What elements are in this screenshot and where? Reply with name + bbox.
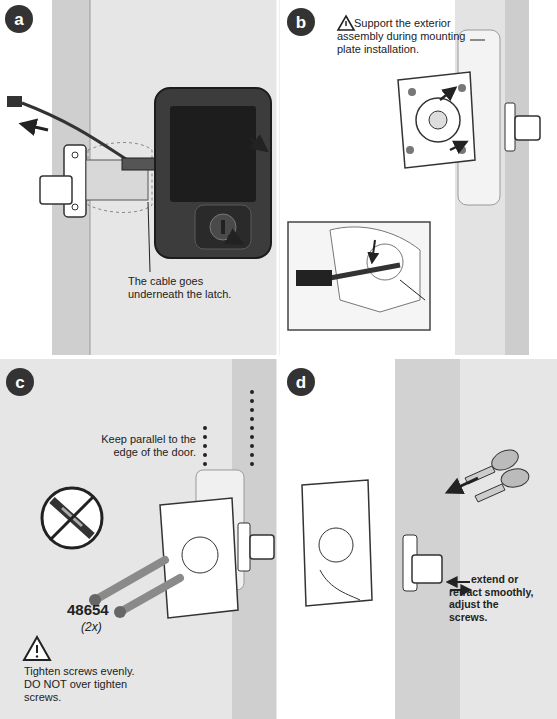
mounting-plate bbox=[250, 535, 274, 559]
keys bbox=[448, 446, 530, 502]
mounting-plate bbox=[406, 146, 414, 154]
mounting-plate bbox=[458, 146, 466, 154]
latch bbox=[40, 143, 152, 218]
callout-text: Keep parallel to the edge of the door. bbox=[90, 433, 196, 459]
mounting-plate bbox=[408, 88, 416, 96]
step-letter-text: b bbox=[296, 14, 306, 31]
cable bbox=[7, 96, 22, 107]
warning-icon bbox=[36, 645, 38, 653]
alignment-guide bbox=[250, 392, 254, 470]
latch bbox=[72, 204, 78, 210]
panel-d-background bbox=[279, 359, 557, 719]
exterior-assembly bbox=[155, 88, 271, 258]
mounting-plate bbox=[182, 537, 218, 573]
step-letter: a bbox=[5, 5, 33, 33]
warning-icon bbox=[24, 637, 50, 660]
mounting-plate bbox=[160, 498, 238, 618]
screwdriver-icon bbox=[50, 496, 94, 540]
keys bbox=[500, 467, 531, 490]
step-letter: c bbox=[6, 368, 34, 396]
warning-icon bbox=[24, 637, 50, 660]
callout-text: (2x) bbox=[81, 620, 121, 634]
panel-b-background bbox=[505, 0, 529, 355]
panel-a-background bbox=[0, 0, 277, 355]
callout-text: 48654 bbox=[67, 601, 127, 619]
screwdriver-icon bbox=[42, 488, 102, 548]
screwdriver-icon bbox=[42, 488, 102, 548]
detail-inset bbox=[330, 227, 420, 312]
mounting-plate bbox=[412, 555, 442, 583]
cable bbox=[7, 96, 140, 168]
step-letter-text: c bbox=[15, 374, 24, 391]
panel-divider bbox=[277, 0, 280, 719]
exterior-assembly bbox=[122, 88, 271, 272]
exterior-assembly bbox=[148, 202, 150, 272]
exterior-assembly bbox=[250, 138, 266, 150]
panel-c-background bbox=[232, 359, 277, 719]
mounting-plate bbox=[398, 72, 475, 168]
screw bbox=[114, 606, 126, 618]
exterior-assembly bbox=[228, 236, 241, 243]
panel-b-background bbox=[455, 0, 505, 355]
detail-inset bbox=[330, 265, 400, 278]
callout-text: The cable goes underneath the latch. bbox=[128, 275, 248, 301]
mounting-plate bbox=[429, 111, 447, 129]
mounting-plate bbox=[505, 103, 515, 151]
exterior-assembly bbox=[170, 106, 256, 202]
latch bbox=[72, 152, 78, 158]
detail-inset bbox=[400, 280, 425, 300]
mounting-plate bbox=[458, 84, 466, 92]
detail-inset bbox=[288, 222, 430, 330]
keys bbox=[448, 478, 478, 492]
panel-c-background bbox=[0, 359, 277, 719]
mounting-plate bbox=[398, 30, 540, 205]
panel-c-background bbox=[0, 359, 277, 719]
cable bbox=[22, 124, 48, 130]
detail-inset bbox=[296, 270, 332, 286]
latch bbox=[40, 176, 72, 204]
panel-d-background bbox=[279, 359, 557, 719]
step-letter: d bbox=[287, 368, 315, 396]
panel-d-background bbox=[395, 359, 460, 719]
step-letter: b bbox=[287, 8, 315, 36]
mounting-plate bbox=[320, 570, 360, 600]
keys bbox=[475, 484, 505, 502]
mounting-plate bbox=[160, 470, 274, 618]
exterior-assembly bbox=[221, 220, 225, 234]
mounting-plate bbox=[319, 528, 353, 562]
callout-text: extend or retract smoothly, adjust the s… bbox=[449, 573, 537, 623]
mounting-plate bbox=[450, 142, 466, 150]
panel-b-background bbox=[279, 0, 557, 355]
warning-icon bbox=[345, 21, 347, 26]
warning-icon bbox=[36, 655, 38, 657]
mounting-plate bbox=[448, 581, 470, 583]
callout-text: Support the exterior assembly during mou… bbox=[337, 17, 482, 57]
step-letter-text: d bbox=[296, 374, 306, 391]
callout-text: Tighten screws evenly. DO NOT over tight… bbox=[24, 665, 142, 705]
mounting-plate bbox=[238, 523, 250, 571]
step-letter-text: a bbox=[14, 11, 23, 28]
detail-inset bbox=[288, 222, 430, 330]
panel-a-background bbox=[0, 0, 277, 355]
warning-icon bbox=[338, 16, 354, 30]
mounting-plate bbox=[470, 40, 485, 41]
mounting-plate bbox=[302, 480, 372, 606]
mounting-plate bbox=[440, 88, 455, 100]
detail-inset bbox=[372, 240, 375, 262]
exterior-assembly bbox=[210, 214, 236, 240]
exterior-assembly bbox=[195, 205, 251, 249]
mounting-plate bbox=[302, 480, 470, 606]
mounting-plate bbox=[515, 116, 540, 140]
mounting-plate bbox=[416, 98, 460, 142]
warning-icon bbox=[338, 16, 354, 30]
panel-divider bbox=[0, 356, 557, 359]
screw bbox=[120, 578, 180, 612]
panel-d-background bbox=[460, 359, 557, 719]
panel-b-background bbox=[279, 0, 557, 355]
